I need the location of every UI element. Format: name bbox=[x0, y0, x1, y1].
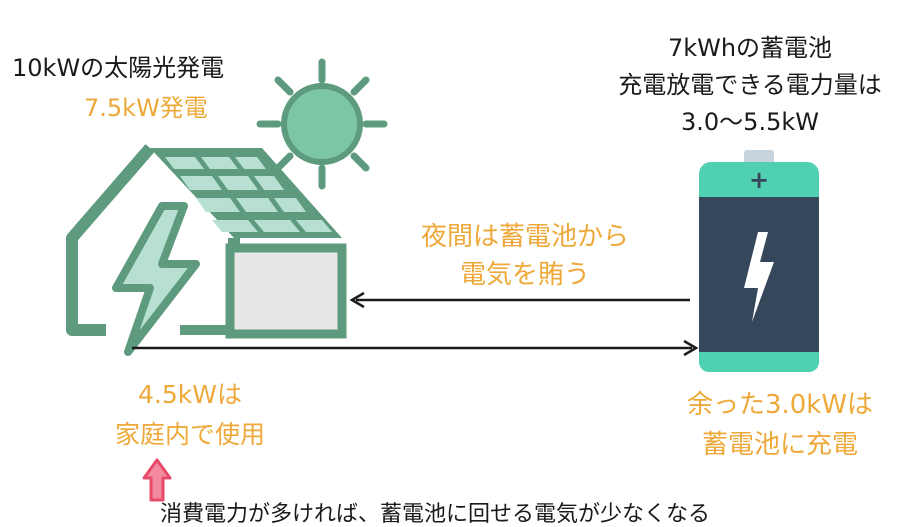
solar-capacity-label: 10kWの太陽光発電 bbox=[12, 54, 225, 82]
discharge-arrow bbox=[349, 291, 690, 309]
battery-title-line: 充電放電できる電力量は bbox=[618, 71, 882, 100]
surplus-label: 余った3.0kWは 蓄電池に充電 bbox=[640, 385, 920, 466]
up-arrow-icon bbox=[142, 458, 172, 502]
home-use-label: 4.5kWは 家庭内で使用 bbox=[100, 375, 280, 455]
home-use-line: 4.5kWは bbox=[138, 380, 242, 409]
lightning-icon bbox=[112, 202, 200, 356]
night-flow-line: 夜間は蓄電池から bbox=[420, 222, 629, 252]
battery-title: 7kWhの蓄電池 充電放電できる電力量は 3.0〜5.5kW bbox=[560, 30, 921, 142]
house-icon bbox=[66, 144, 347, 339]
battery-title-line: 3.0〜5.5kW bbox=[681, 108, 819, 137]
battery-icon: + bbox=[699, 150, 819, 372]
charge-arrow bbox=[132, 339, 699, 357]
night-flow-label: 夜間は蓄電池から 電気を賄う bbox=[380, 219, 670, 294]
battery-plus-sign: + bbox=[749, 166, 769, 194]
sun-icon bbox=[256, 58, 388, 190]
footer-note: 消費電力が多ければ、蓄電池に回せる電気が少なくなる bbox=[160, 502, 711, 527]
surplus-line: 蓄電池に充電 bbox=[701, 430, 858, 461]
home-use-line: 家庭内で使用 bbox=[114, 420, 265, 449]
battery-title-line: 7kWhの蓄電池 bbox=[667, 34, 833, 62]
night-flow-line: 電気を賄う bbox=[459, 259, 590, 290]
generation-label: 7.5kW発電 bbox=[84, 94, 208, 122]
surplus-line: 余った3.0kWは bbox=[686, 390, 874, 420]
